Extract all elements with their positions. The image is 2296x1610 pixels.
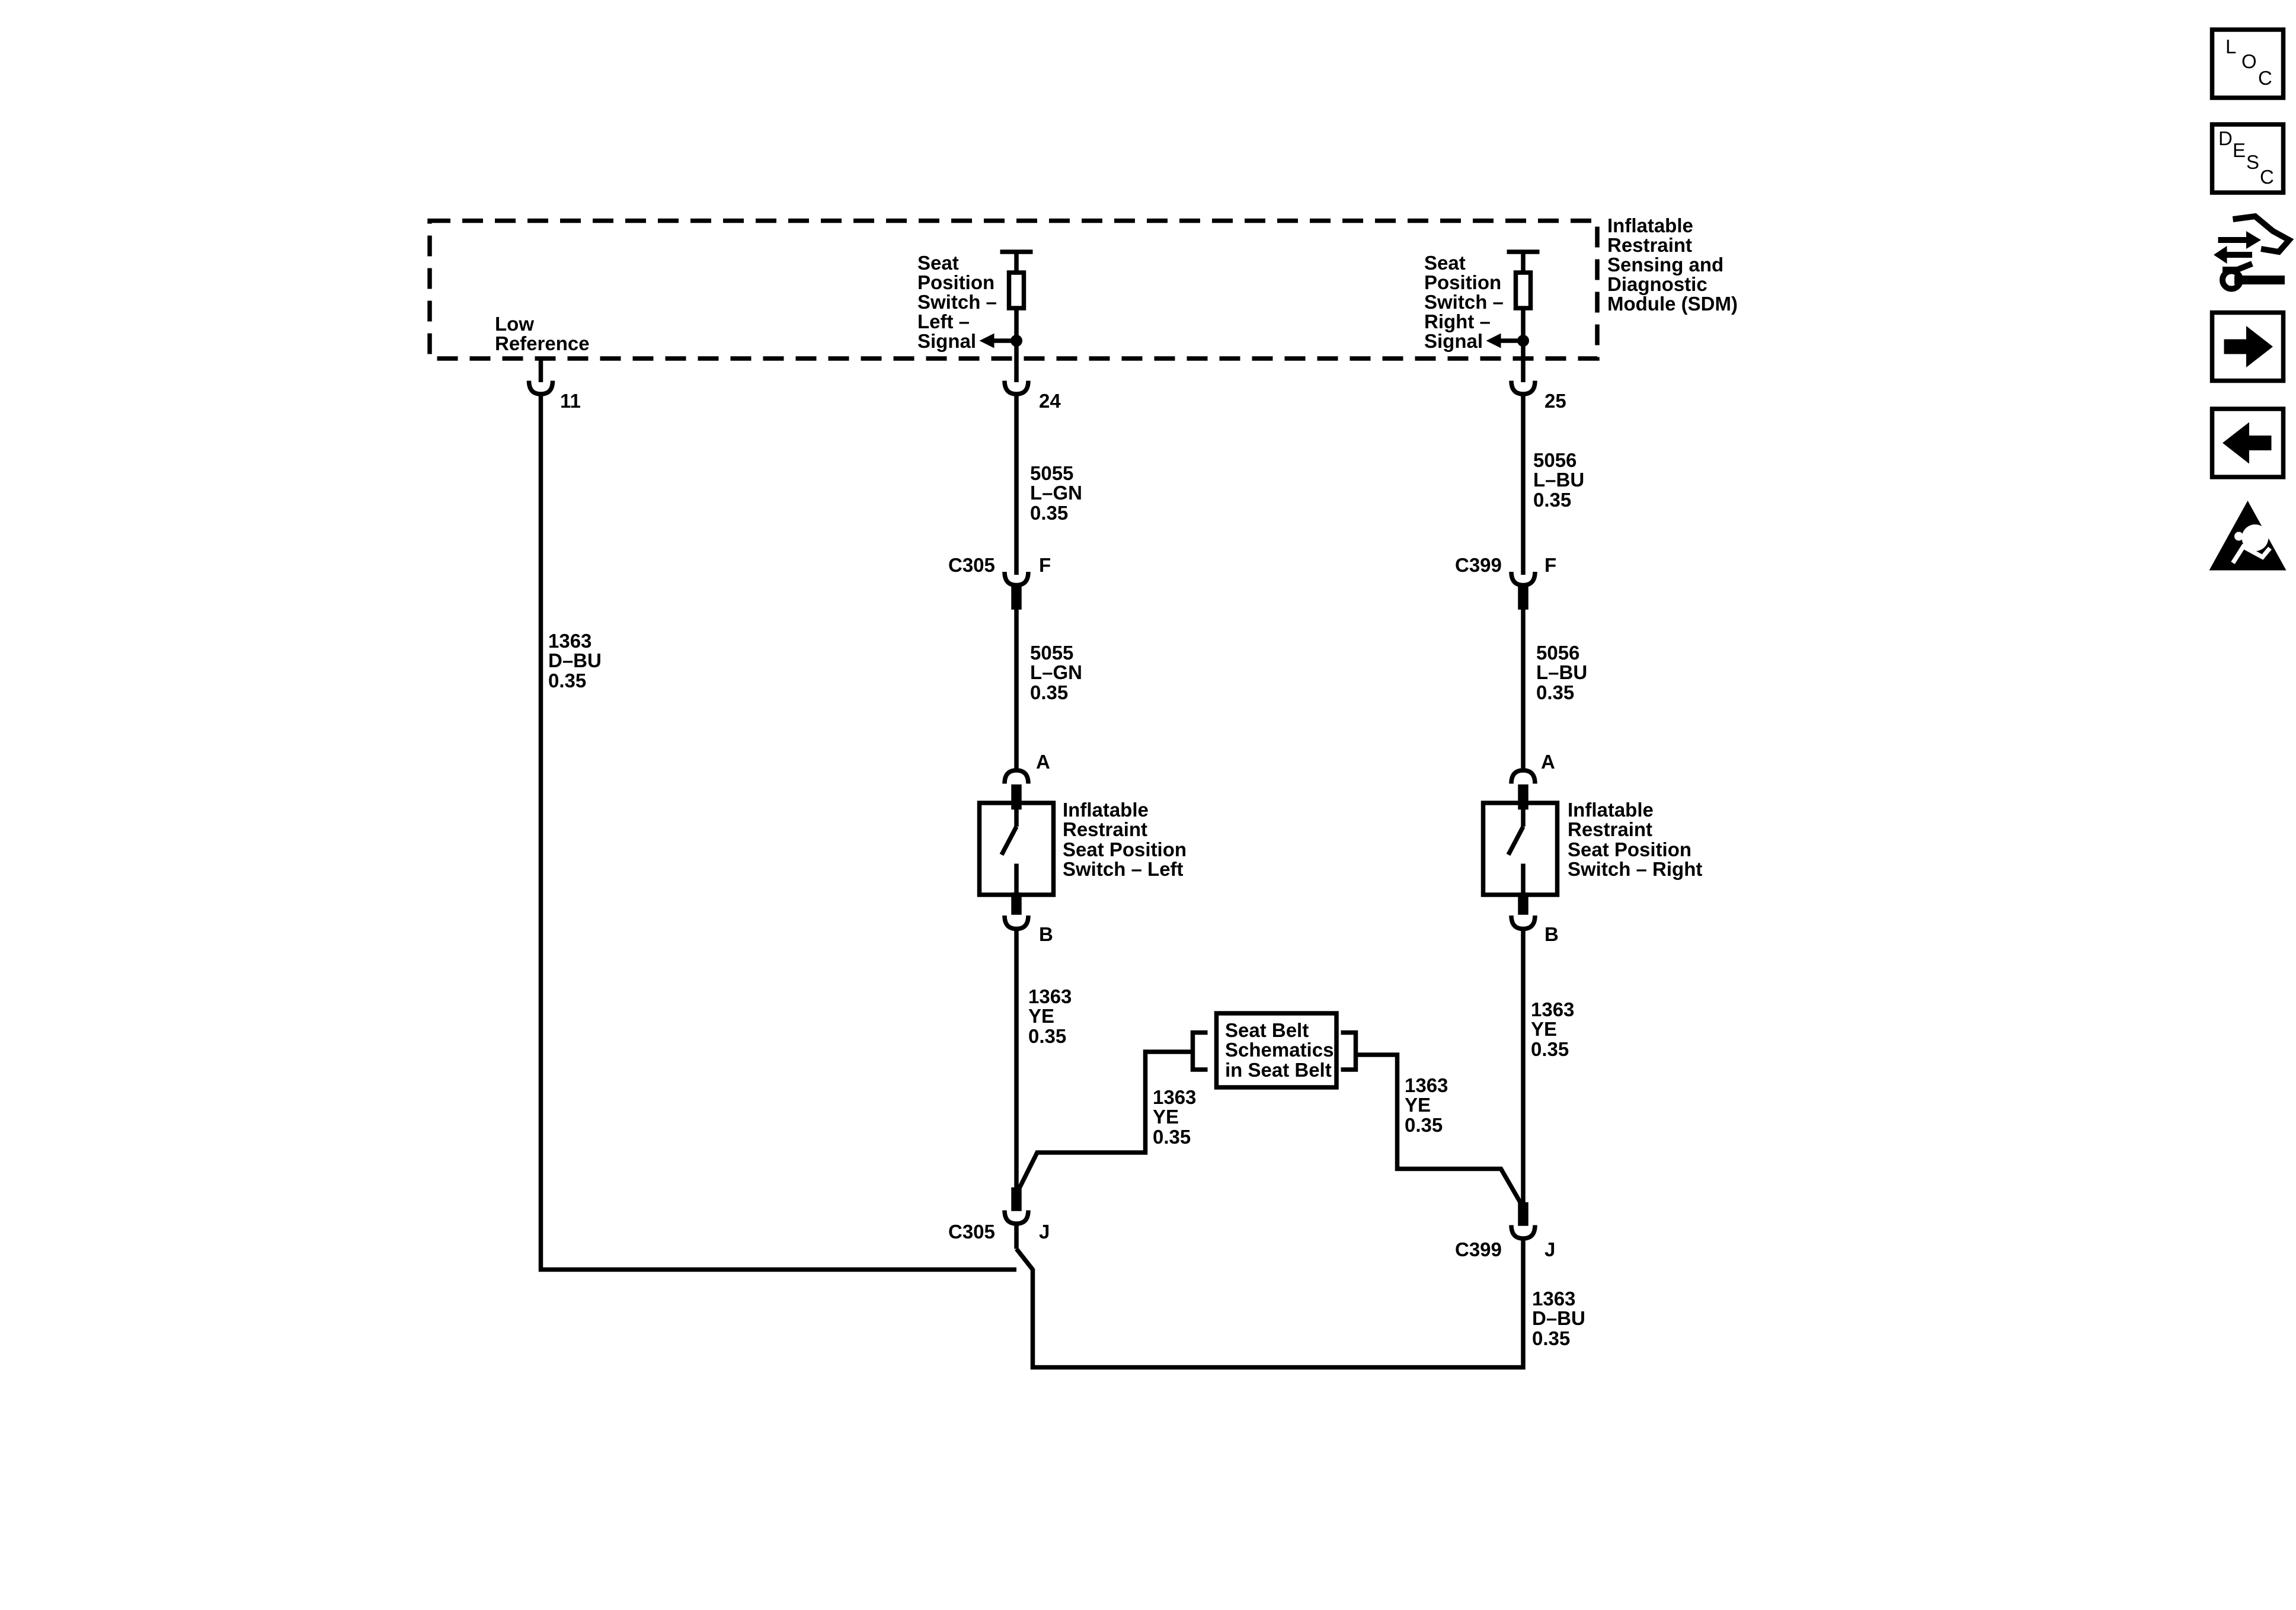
low-reference-label: Low Reference: [495, 313, 590, 354]
left-signal-resistor: [979, 249, 1033, 382]
c399-f-pin: F: [1544, 554, 1556, 576]
connector-end-view-icon[interactable]: [2214, 213, 2294, 292]
pin-number-25: 25: [1544, 390, 1566, 412]
wire-label-5055-lower: 5055 L–GN 0.35: [1030, 642, 1088, 703]
wire-1363-dbu-bottom: [1015, 1247, 1526, 1370]
wire-label-1363-ye-belt-right: 1363 YE 0.35: [1405, 1074, 1454, 1136]
c399-f-cup: [1509, 571, 1537, 588]
wire-1363-ye-belt-left: [1014, 1049, 1193, 1195]
c399-j-cup: [1509, 1225, 1537, 1241]
c399-f-plug: [1518, 585, 1528, 610]
wire-1363-dbu-left: [538, 394, 1016, 1272]
switch-right-pin-b: B: [1544, 923, 1559, 945]
c305-j-pin: J: [1039, 1221, 1050, 1243]
svg-text:D E S: D E S C: [2218, 127, 2274, 188]
switch-left-name: Inflatable Restraint Seat Position Switc…: [1063, 799, 1192, 880]
airbag-warning-icon[interactable]: [2209, 501, 2287, 571]
c399-j-pin: J: [1544, 1238, 1555, 1260]
wire-label-1363-dbu-left: 1363 D–BU 0.35: [548, 630, 607, 692]
c399-j-plug: [1518, 1202, 1528, 1226]
seat-belt-reference-text: Seat Belt Schematics in Seat Belt: [1225, 1019, 1339, 1081]
desc-button[interactable]: D E S C: [2209, 122, 2286, 195]
wire-label-5055-upper: 5055 L–GN 0.35: [1030, 462, 1088, 524]
pin-terminal-24: [1002, 380, 1031, 396]
wire-1363-ye-belt-right: [1355, 1052, 1526, 1209]
seat-position-switch-right: [1480, 768, 1560, 932]
next-arrow-icon[interactable]: [2209, 310, 2286, 383]
c305-j-cup: [1002, 1210, 1031, 1226]
pin-number-24: 24: [1039, 390, 1061, 412]
wire-label-5056-upper: 5056 L–BU 0.35: [1533, 449, 1590, 511]
c305-j-plug: [1011, 1187, 1022, 1211]
previous-arrow-icon[interactable]: [2209, 406, 2286, 479]
wire-label-1363-ye-left: 1363 YE 0.35: [1028, 985, 1077, 1047]
wire-label-5056-lower: 5056 L–BU 0.35: [1536, 642, 1593, 703]
right-signal-resistor: [1486, 249, 1540, 382]
signal-left-label: Seat Position Switch – Left – Signal: [917, 252, 1002, 352]
switch-left-pin-b: B: [1039, 923, 1053, 945]
svg-text:L O C: L O C: [2225, 36, 2272, 89]
c305-f-plug: [1011, 585, 1022, 610]
sdm-module-name: Inflatable Restraint Sensing and Diagnos…: [1607, 215, 1738, 315]
c399-f-name: C399: [1455, 554, 1502, 576]
wire-label-1363-ye-belt-left: 1363 YE 0.35: [1153, 1086, 1202, 1148]
switch-right-name: Inflatable Restraint Seat Position Switc…: [1568, 799, 1702, 880]
switch-right-pin-a: A: [1541, 751, 1555, 773]
pin-terminal-25: [1509, 380, 1537, 396]
pin-number-11: 11: [560, 390, 581, 412]
switch-left-pin-a: A: [1036, 751, 1050, 773]
c305-f-cup: [1002, 571, 1031, 588]
seat-belt-reference-box[interactable]: [1190, 1011, 1358, 1090]
c305-f-pin: F: [1039, 554, 1051, 576]
c305-j-name: C305: [948, 1221, 995, 1243]
wire-label-1363-ye-right: 1363 YE 0.35: [1531, 998, 1580, 1060]
signal-right-label: Seat Position Switch – Right – Signal: [1424, 252, 1509, 352]
c399-j-name: C399: [1455, 1238, 1502, 1260]
c305-f-name: C305: [948, 554, 995, 576]
wire-label-1363-dbu-bottom: 1363 D–BU 0.35: [1532, 1288, 1591, 1349]
pin-terminal-11: [526, 380, 555, 396]
seat-position-switch-left: [977, 768, 1056, 932]
loc-button[interactable]: L O C: [2209, 27, 2286, 100]
